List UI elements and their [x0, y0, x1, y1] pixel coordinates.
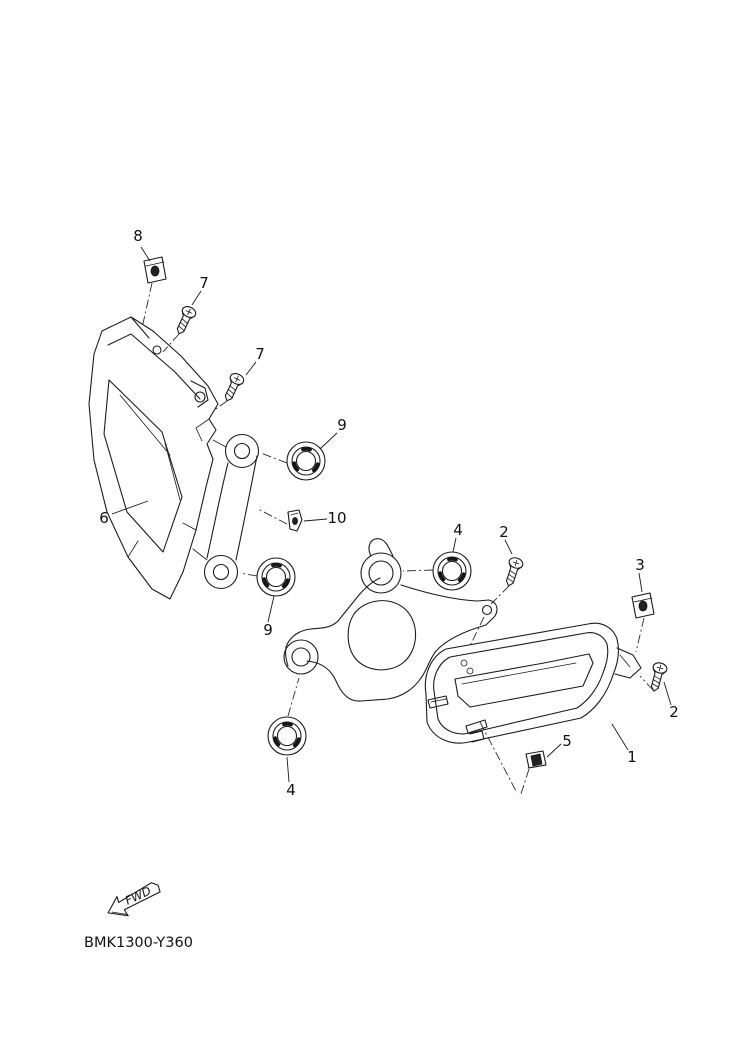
- part-label-1: 1: [627, 748, 637, 766]
- meter-assembly: [88, 316, 219, 600]
- clip-10: [287, 509, 303, 532]
- part-label-7-upper: 7: [199, 274, 209, 292]
- part-label-5: 5: [562, 732, 572, 750]
- screw-7-lower: [224, 373, 245, 402]
- grommet-9-upper: [286, 441, 326, 481]
- part-label-9-upper: 9: [337, 416, 347, 434]
- clip-5: [525, 750, 547, 769]
- part-label-2-upper: 2: [499, 523, 509, 541]
- assembly-center-lines: [141, 282, 654, 798]
- grommet-4-right: [432, 551, 472, 591]
- screw-2-upper: [505, 557, 524, 587]
- part-label-3: 3: [635, 556, 645, 574]
- part-label-10: 10: [327, 509, 346, 527]
- part-label-4-lower: 4: [286, 781, 296, 799]
- screw-7-upper: [176, 306, 197, 335]
- spring-nut-8: [143, 256, 167, 284]
- part-label-2-lower: 2: [669, 703, 679, 721]
- grommet-9-lower: [256, 557, 296, 597]
- fwd-arrow: FWD: [107, 882, 161, 917]
- part-label-4-right: 4: [453, 521, 463, 539]
- part-label-7-lower: 7: [255, 345, 265, 363]
- drawing-code: BMK1300-Y360: [84, 935, 193, 951]
- spring-nut-3: [631, 592, 655, 619]
- meter-bracket: [192, 433, 260, 590]
- meter-panel: [424, 622, 642, 744]
- grommet-4-lower: [267, 716, 307, 756]
- stay-bracket: [283, 538, 498, 709]
- part-label-8: 8: [133, 227, 143, 245]
- screw-2-lower: [650, 662, 668, 692]
- part-label-9-lower: 9: [263, 621, 273, 639]
- part-label-6: 6: [99, 509, 109, 527]
- fwd-arrow-label: FWD: [123, 884, 153, 908]
- leader-lines: [111, 246, 672, 783]
